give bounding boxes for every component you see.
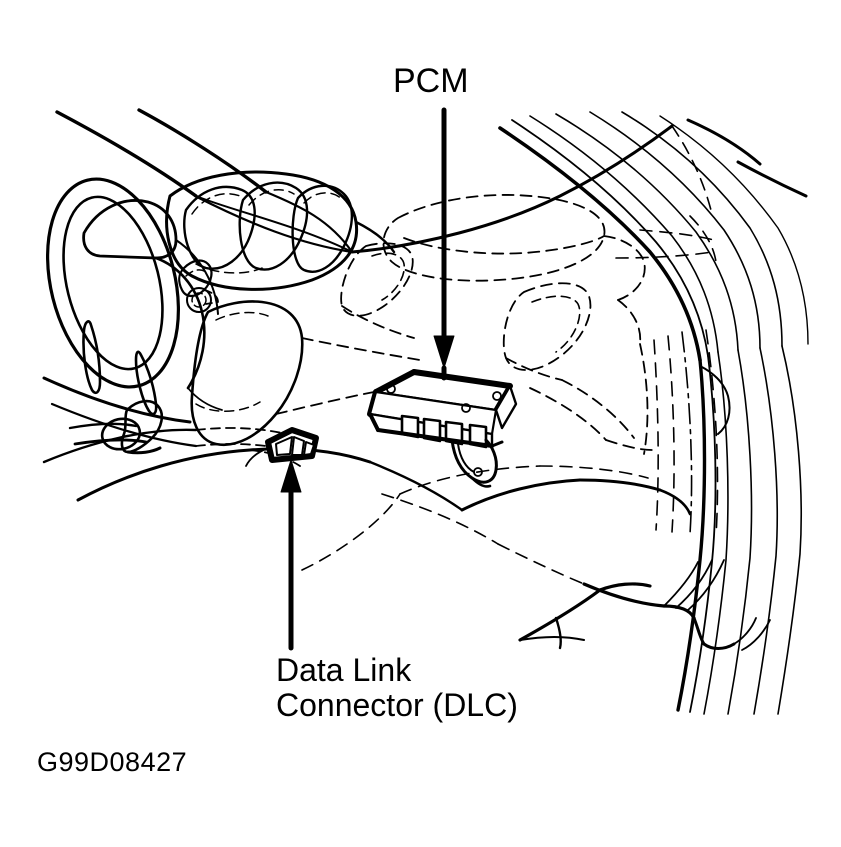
instrument-cluster — [165, 170, 396, 291]
pcm-callout-arrow — [433, 107, 455, 369]
floor-and-console — [301, 460, 692, 585]
a-pillar — [498, 111, 809, 715]
dlc-label-line-1: Data Link — [276, 652, 412, 688]
footwell-left — [42, 376, 372, 502]
data-link-connector — [245, 427, 319, 467]
powertrain-control-module — [367, 365, 518, 488]
kick-panel-lines — [653, 329, 719, 537]
door-sill — [518, 559, 771, 651]
dlc-callout-arrow — [280, 459, 302, 651]
pcm-callout-label: PCM — [393, 62, 469, 100]
figure-id-label: G99D08427 — [37, 747, 188, 777]
left-dash-details — [178, 259, 219, 313]
center-dash-vents — [340, 194, 646, 381]
dlc-label-line-2: Connector (DLC) — [276, 686, 518, 723]
windshield-base-lines — [55, 108, 354, 254]
steering-wheel — [46, 177, 219, 451]
dash-top-edge — [195, 124, 674, 254]
